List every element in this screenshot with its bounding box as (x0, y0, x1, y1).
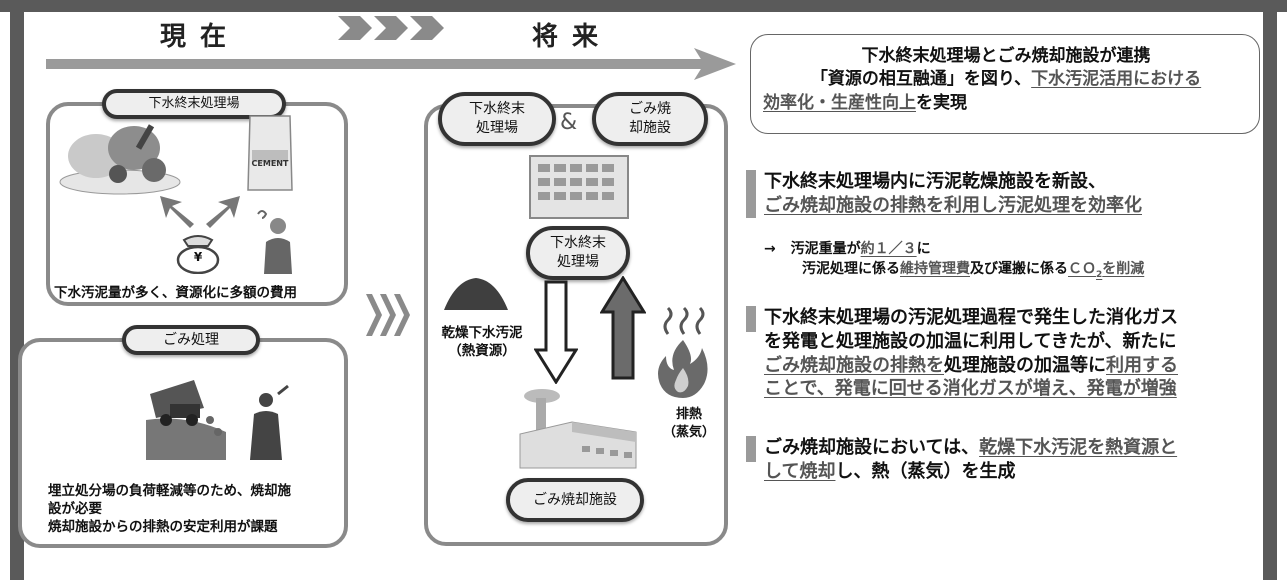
future-wwtp-pill-line: 処理場 (476, 120, 518, 136)
sludge-label-line: （熱資源） (448, 343, 516, 360)
sub-line-2b: 維持管理費 (900, 260, 970, 277)
flame-icon (658, 340, 708, 398)
summary-box: 下水終末処理場とごみ焼却施設が連携 「資源の相互融通」を図り、下水汚泥活用におけ… (750, 34, 1260, 134)
cement-label: CEMENT (251, 159, 289, 168)
sub-line-1c: に (916, 241, 931, 257)
sub-line-2a: 汚泥処理に係る (802, 260, 900, 277)
summary-line-3: 効率化・生産性向上を実現 (763, 92, 1249, 115)
point-2-line-2: を発電と処理施設の加温に利用してきたが、新たに (764, 330, 1177, 352)
incineration-plant-icon (519, 389, 637, 469)
summary-line-2b: 下水汚泥活用における (1031, 69, 1202, 90)
future-incinerator-pill-line: 却施設 (629, 120, 671, 136)
point-3-line-1b: 乾燥下水汚泥を熱資源と (979, 437, 1178, 458)
current-waste-label: ごみ処理 (122, 325, 260, 355)
heat-label-line: 排熱 (675, 407, 702, 422)
sub-point-line-2: 汚泥処理に係る維持管理費及び運搬に係るＣＯ2を削減 (802, 260, 1264, 281)
sub-point-line-1: → 汚泥重量が約１／３に (764, 240, 1264, 260)
future-wwtp-pill: 下水終末 処理場 (438, 92, 556, 146)
transition-chevrons-icon (366, 294, 410, 336)
summary-line-2: 「資源の相互融通」を図り、下水汚泥活用における (763, 68, 1249, 91)
future-incinerator-pill-line: ごみ焼 (629, 101, 671, 117)
future-center-wwtp-pill: 下水終末 処理場 (526, 226, 630, 280)
steam-icon (663, 306, 705, 335)
summary-line-1: 下水終末処理場とごみ焼却施設が連携 (861, 46, 1151, 66)
point-2-line-1: 下水終末処理場の汚泥処理過程で発生した消化ガス (764, 307, 1178, 328)
top-bar (0, 0, 1287, 12)
current-waste-caption-line: 埋立処分場の負荷軽減等のため、焼却施 (48, 483, 291, 499)
current-waste-caption-line: 焼却施設からの排熱の安定利用が課題 (48, 519, 278, 536)
heat-label: 排熱 （蒸気） (658, 406, 720, 441)
point-2-line-3a: ごみ焼却施設の排熱を (764, 354, 944, 376)
chevron-arrows-icon (338, 16, 444, 40)
point-3-line-2: して焼却し、熱（蒸気）を生成 (764, 460, 1274, 484)
point-3-line-2b: し、熱（蒸気）を生成 (835, 460, 1016, 482)
point-3-bar (746, 436, 756, 462)
sub-line-1a: 汚泥重量が (790, 241, 861, 257)
down-arrow-icon (534, 280, 578, 384)
sub-line-2c: 及び運搬に係る (970, 260, 1068, 277)
dried-sludge-pile-icon (444, 278, 508, 310)
summary-line-2a: 「資源の相互融通」を図り、 (810, 69, 1032, 90)
point-1: 下水終末処理場内に汚泥乾燥施設を新設、 ごみ焼却施設の排熱を利用し汚泥処理を効率… (764, 170, 1264, 218)
sub-arrow: → (764, 241, 776, 257)
point-2-bar (746, 306, 756, 332)
ampersand: & (560, 110, 578, 135)
point-3-line-1: ごみ焼却施設においては、乾燥下水汚泥を熱資源と (764, 436, 1274, 460)
sludge-label-line: 乾燥下水汚泥 (441, 325, 523, 341)
header-future: 将来 (532, 22, 613, 52)
sludge-label: 乾燥下水汚泥 （熱資源） (432, 324, 532, 360)
header-current: 現在 (160, 22, 241, 52)
summary-line-3b: を実現 (916, 92, 967, 113)
cement-bag-icon (247, 115, 293, 191)
dump-truck-icon (146, 380, 289, 460)
point-2-line-3: ごみ焼却施設の排熱を処理施設の加温等に利用する (764, 354, 1274, 378)
point-1-line-2: ごみ焼却施設の排熱を利用し汚泥処理を効率化 (764, 194, 1142, 216)
point-2-line-3c: 利用する (1106, 354, 1178, 376)
point-2-line-4: ことで、発電に回せる消化ガスが増え、発電が増強 (764, 378, 1177, 400)
point-1-line-1: 下水終末処理場内に汚泥乾燥施設を新設、 (764, 171, 1106, 192)
point-3-line-1a: ごみ焼却施設においては、 (764, 437, 980, 458)
sub-line-1b: 約１／３ (860, 241, 917, 257)
current-wwtp-caption: 下水汚泥量が多く、資源化に多額の費用 (54, 285, 297, 301)
future-incinerator-pill: ごみ焼 却施設 (592, 92, 708, 146)
point-3-line-2a: して焼却 (764, 460, 836, 482)
heat-label-line: （蒸気） (662, 424, 715, 440)
point-2: 下水終末処理場の汚泥処理過程で発生した消化ガス を発電と処理施設の加温に利用して… (764, 306, 1274, 401)
point-2-line-3b: 処理施設の加温等に (944, 354, 1106, 376)
yen-sign: ¥ (193, 250, 203, 264)
future-center-pill-line: 処理場 (557, 254, 599, 270)
sub-line-2e: 2 (1096, 269, 1103, 280)
sub-point: → 汚泥重量が約１／３に 汚泥処理に係る維持管理費及び運搬に係るＣＯ2を削減 (764, 240, 1264, 281)
distribution-arrows-icon (160, 196, 240, 228)
up-arrow-icon (600, 276, 646, 380)
future-wwtp-pill-line: 下水終末 (469, 101, 525, 117)
future-incinerator-bottom-pill: ごみ焼却施設 (506, 478, 644, 522)
future-center-pill-line: 下水終末 (550, 235, 606, 251)
worried-person-icon (257, 210, 292, 274)
current-waste-caption: 埋立処分場の負荷軽減等のため、焼却施 設が必要 焼却施設からの排熱の安定利用が課… (48, 482, 344, 537)
current-waste-caption-line: 設が必要 (48, 501, 102, 518)
current-wwtp-label: 下水終末処理場 (102, 89, 286, 119)
money-purse-icon (176, 235, 220, 274)
timeline-arrow-icon (46, 48, 736, 80)
point-3: ごみ焼却施設においては、乾燥下水汚泥を熱資源と して焼却し、熱（蒸気）を生成 (764, 436, 1274, 484)
vegetables-icon (59, 124, 181, 195)
summary-line-3a: 効率化・生産性向上 (763, 92, 916, 113)
point-1-bar (746, 170, 756, 218)
sub-line-2d: ＣＯ (1068, 260, 1096, 277)
sub-line-2f: を削減 (1102, 260, 1145, 277)
wwtp-building-icon (529, 155, 629, 219)
